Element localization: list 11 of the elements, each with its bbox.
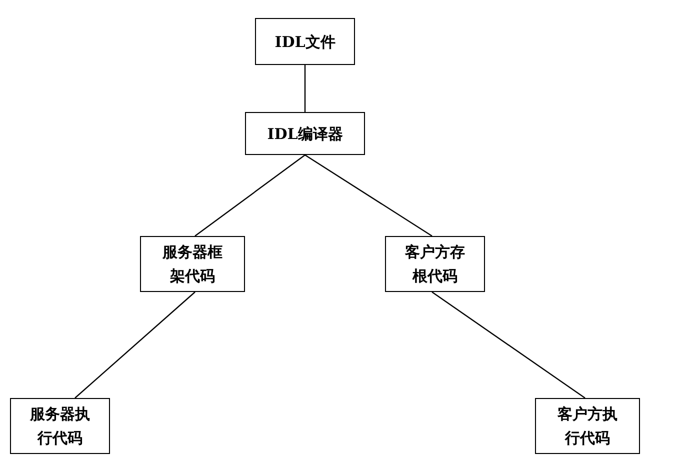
process-box: IDL文件 — [255, 18, 355, 65]
connector-line — [304, 65, 306, 112]
connector-line — [74, 292, 196, 398]
process-box: 服务器执行代码 — [10, 398, 110, 454]
connector-line — [432, 292, 586, 398]
process-box: 服务器框架代码 — [140, 236, 245, 292]
process-box: 客户方存根代码 — [385, 236, 485, 292]
connector-line — [194, 154, 306, 236]
process-box: IDL编译器 — [245, 112, 365, 155]
connector-line — [304, 154, 432, 236]
process-box: 客户方执行代码 — [535, 398, 640, 454]
